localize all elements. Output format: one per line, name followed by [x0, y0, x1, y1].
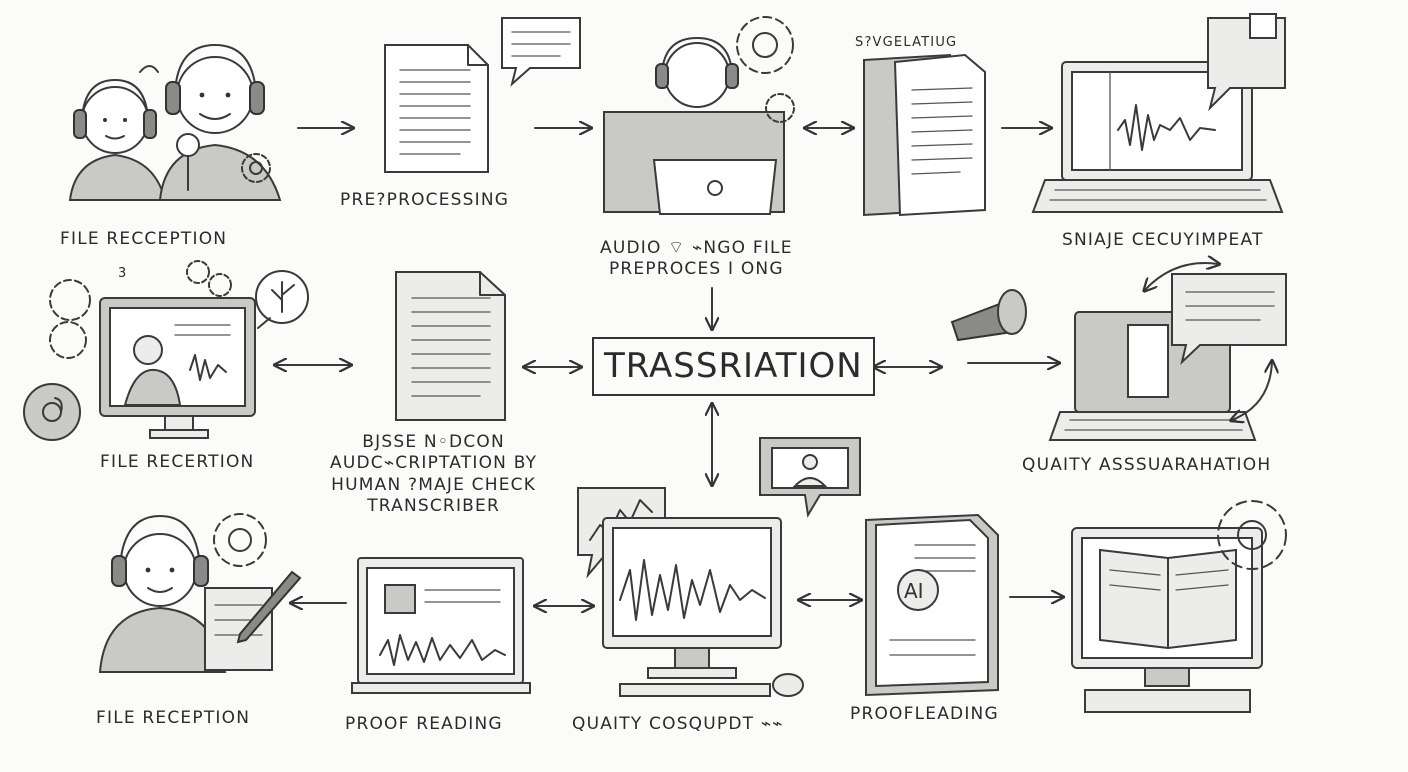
headset-person-icon — [98, 515, 227, 673]
label-audio-file-preprocessing: AUDIO ⌔ ⌁NGO FILE PREPROCES I ONG — [600, 238, 793, 280]
gear-icon — [1217, 500, 1287, 570]
label-svgelatiug: S?VGELATIUG — [855, 35, 958, 50]
label-file-reception-2: FILE RECERTION — [100, 452, 255, 472]
waveform-monitor-icon — [351, 557, 531, 694]
gear-icon — [241, 153, 271, 183]
label-proof-reading: PROOF READING — [345, 714, 503, 734]
pencil-icon — [204, 570, 302, 671]
squiggle-icon — [139, 65, 159, 73]
label-proofleading: PROOFLEADING — [850, 704, 999, 724]
gear-icon — [49, 260, 232, 359]
headset-person-icon — [158, 44, 282, 201]
label-preprocessing: PRE?PROCESSING — [340, 190, 510, 210]
at-sign-icon — [23, 383, 81, 441]
label-quaity-cosqupdt: QUAITY COSQUPDT ⌁⌁ — [572, 714, 784, 734]
label-based-audio: BJSSE N◦DCON AUDC⌁CRIPTATION BY HUMAN ?M… — [330, 432, 538, 516]
desktop-monitor-icon — [99, 297, 256, 439]
label-quaity-assurance: QUAITY ASSSUARAHATIOH — [1022, 455, 1272, 475]
gear-icon — [736, 16, 795, 123]
speech-bubble-icon — [255, 270, 309, 329]
label-num-3: 3 — [118, 266, 128, 281]
mouse-icon — [772, 673, 804, 697]
label-file-reception-1: FILE RECCEPTION — [60, 229, 228, 249]
document-icon — [384, 44, 489, 173]
book-icon — [1071, 527, 1263, 713]
speech-bubble-icon — [1171, 273, 1287, 366]
double-arrow-icon — [1232, 362, 1272, 420]
double-arrow-icon — [1145, 263, 1218, 290]
laptop-icon — [603, 37, 785, 215]
label-sniaje: SNIAJE CECUYIMPEAT — [1062, 230, 1264, 250]
transcription-box: TRASSRIATION — [592, 337, 875, 396]
waveform-monitor-icon — [1031, 61, 1284, 213]
document-icon — [395, 271, 506, 421]
headset-person-icon — [68, 79, 167, 201]
desktop-monitor-icon — [602, 517, 782, 697]
speech-bubble-icon — [759, 437, 861, 518]
speech-bubble-icon — [501, 17, 581, 87]
document-icon — [863, 53, 986, 217]
document-icon: AI — [865, 513, 999, 697]
label-file-reception-3: FILE RECEPTION — [96, 708, 251, 728]
ai-text-icon: AI — [904, 579, 924, 603]
speech-bubble-icon — [1207, 13, 1286, 112]
gear-icon — [213, 513, 267, 567]
megaphone-icon — [950, 289, 1027, 342]
